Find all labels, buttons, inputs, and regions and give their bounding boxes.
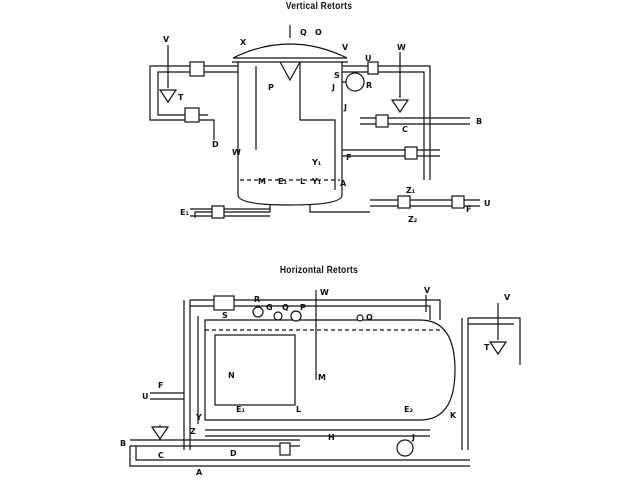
h-label-u: U	[142, 392, 149, 401]
drain-valve	[211, 205, 225, 219]
right-controller	[390, 99, 410, 114]
label-u-top: U	[365, 54, 372, 63]
label-e2: E₂	[278, 177, 287, 186]
label-z2: Z₂	[408, 215, 418, 224]
left-valve	[189, 61, 205, 77]
label-w-left: W	[232, 148, 241, 157]
bottom-right-valve	[397, 195, 411, 209]
left-lower-valve	[184, 107, 200, 123]
h-label-p: P	[300, 303, 306, 312]
label-d: D	[212, 140, 219, 149]
h-label-n: N	[228, 371, 235, 380]
h-label-d: D	[230, 449, 237, 458]
bottom-valve-g	[279, 442, 291, 456]
h-label-b: B	[120, 439, 126, 448]
left-controller	[150, 426, 170, 441]
label-f: F	[346, 153, 351, 162]
label-j1: J	[331, 83, 335, 92]
label-u-right: U	[484, 199, 491, 208]
h-label-h: H	[328, 433, 335, 442]
h-label-y: Y	[195, 413, 202, 422]
retort-crate	[214, 334, 296, 406]
left-vertical-line	[183, 300, 191, 450]
label-y2: Y₁	[311, 177, 322, 186]
h-label-o: O	[366, 313, 373, 322]
h-label-e1: E₁	[236, 405, 245, 414]
h-label-v: V	[424, 286, 431, 295]
vent-o	[356, 314, 364, 322]
bottom-right-valve-2	[451, 195, 465, 209]
left-steam-line	[149, 65, 238, 140]
label-j2: J	[343, 103, 347, 112]
inlet-b-line	[130, 439, 300, 447]
water-line-f	[342, 149, 440, 157]
label-c: C	[402, 125, 408, 134]
vertical-retort-diagram	[149, 25, 480, 219]
horizontal-retort-vessel	[204, 319, 456, 421]
label-a: A	[340, 179, 347, 188]
inner-pipe-j	[299, 62, 336, 190]
top-steam-line	[190, 299, 441, 320]
recorder-r	[345, 72, 365, 92]
label-z1: Z₁	[406, 186, 416, 195]
h-label-l: L	[296, 405, 301, 414]
h-label-f: F	[158, 381, 163, 390]
bottom-drain-line	[129, 446, 470, 467]
label-x: X	[240, 38, 247, 47]
h-label-a: A	[196, 468, 203, 477]
label-b: B	[476, 117, 482, 126]
label-s: S	[334, 71, 340, 80]
water-valve	[404, 146, 418, 160]
h-label-e2: E₂	[404, 405, 413, 414]
label-f-right: F	[466, 205, 471, 214]
h-label-k: K	[450, 411, 457, 420]
h-label-m: M	[318, 373, 326, 382]
h-label-z: Z	[190, 427, 196, 436]
label-v-top: V	[342, 43, 349, 52]
h-label-q: Q	[282, 303, 289, 312]
side-inlet-fu	[150, 392, 184, 400]
vertical-retort-vessel	[237, 62, 343, 206]
h-label-t: T	[484, 343, 490, 352]
gauge-p	[290, 310, 302, 322]
pump-j	[396, 439, 414, 457]
top-valve-s	[213, 295, 235, 311]
label-y1: Y₁	[311, 158, 322, 167]
vertical-retort-lid	[232, 43, 348, 59]
label-p: P	[268, 83, 274, 92]
label-r: R	[366, 81, 372, 90]
label-e1: E₁	[180, 208, 189, 217]
gauge-r	[252, 306, 264, 318]
label-m: M	[258, 177, 266, 186]
right-vertical-line	[461, 318, 469, 450]
h-label-c: C	[158, 451, 164, 460]
left-controller-t	[158, 89, 178, 104]
inlet-valve	[375, 114, 389, 128]
label-l: L	[300, 177, 305, 186]
gauge-q	[273, 311, 283, 321]
right-top-valve	[367, 61, 379, 75]
h-label-j: J	[411, 433, 415, 442]
h-label-v-right: V	[504, 293, 511, 302]
right-top-branch	[468, 317, 521, 365]
horizontal-retort-diagram	[129, 290, 521, 467]
drain-e1	[190, 208, 270, 217]
label-q: Q	[300, 28, 307, 37]
label-w-right: W	[397, 43, 406, 52]
h-label-r: R	[254, 295, 260, 304]
right-controller-t	[488, 341, 508, 356]
label-v-left: V	[163, 35, 170, 44]
label-t-left: T	[178, 93, 184, 102]
bottom-header	[205, 429, 430, 437]
label-o: O	[315, 28, 322, 37]
horizontal-retorts-title: Horizontal Retorts	[279, 265, 359, 276]
steam-spreader	[279, 61, 301, 82]
h-label-s: S	[222, 311, 228, 320]
vertical-retorts-title: Vertical Retorts	[285, 1, 353, 12]
h-label-g: G	[266, 303, 273, 312]
h-label-w: W	[320, 288, 329, 297]
